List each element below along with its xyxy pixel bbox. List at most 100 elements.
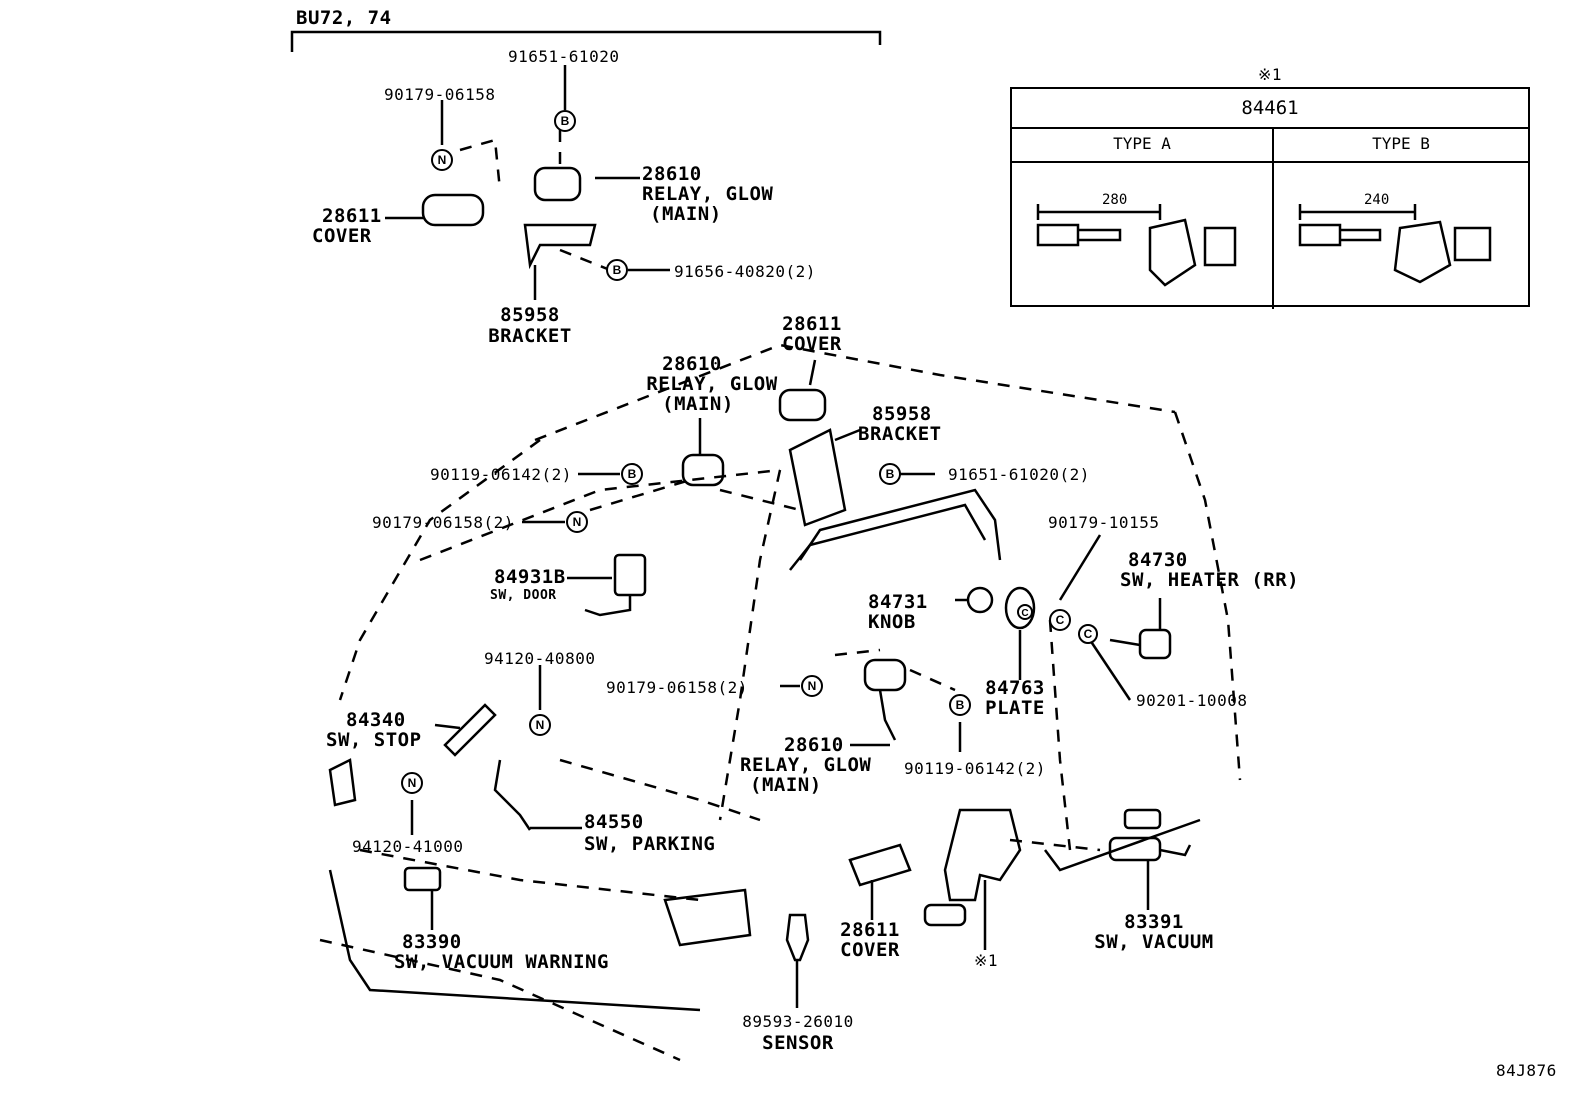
inset-divider [1272, 127, 1274, 309]
rear-right [1048, 619, 1072, 851]
windshield-frame [419, 468, 781, 562]
callout-28610-sub: (MAIN) [650, 203, 722, 225]
leader-7 [808, 359, 817, 386]
callout-28611-mid-name: COVER [782, 333, 842, 355]
cover-top [421, 193, 485, 227]
sensor [785, 913, 810, 962]
clip-mark-label: C [1084, 627, 1093, 641]
inset-b-dimline [1298, 204, 1417, 220]
callout-28610-low-no: 28610 [784, 734, 844, 756]
bracket-mid [788, 428, 847, 527]
nut-mark-3: N [801, 675, 823, 697]
callout-28611-name: COVER [312, 225, 372, 247]
callout-28611-low-name: COVER [840, 939, 900, 961]
floor-panel [1044, 818, 1201, 872]
relay-lead-7 [909, 668, 956, 692]
callout-84731-no: 84731 [868, 591, 928, 613]
callout-90179-10155: 90179-10155 [1048, 513, 1160, 532]
a-pillar [798, 488, 1002, 561]
callout-84730-no: 84730 [1128, 549, 1188, 571]
clip-mark-1: C [1049, 609, 1071, 631]
relay-lead-5 [719, 488, 801, 512]
dash-line [559, 758, 761, 822]
callout-85958-mid-name: BRACKET [858, 423, 942, 445]
plate [1004, 586, 1036, 630]
front-lower [319, 938, 681, 1062]
callout-28610-low-sub: (MAIN) [750, 774, 822, 796]
side-panel [328, 758, 357, 807]
callout-89593-26010-name: SENSOR [762, 1032, 834, 1054]
callout-83391-name: SW, VACUUM [1094, 931, 1214, 953]
bolt-mark-label: B [956, 698, 965, 712]
relay-lead-8 [1009, 838, 1101, 852]
part-84461 [943, 808, 1022, 902]
callout-84550-no: 84550 [584, 811, 644, 833]
callout-84931b-no: 84931B [494, 566, 566, 588]
callout-90201-10008: 90201-10008 [1136, 691, 1248, 710]
cab-outline-top [534, 343, 1176, 442]
callout-89593-26010-no: 89593-26010 [742, 1012, 854, 1031]
callout-28610-mid-name: RELAY, GLOW [646, 373, 778, 395]
relay-glow-top [533, 166, 582, 202]
stop-switch [443, 703, 497, 757]
nut-mark-4: N [529, 714, 551, 736]
callout-28610-mid-no: 28610 [662, 353, 722, 375]
callout-91651-61020-mid: 91651-61020(2) [948, 465, 1090, 484]
nut-mark-label: N [408, 776, 417, 790]
relay-low-wire [878, 689, 897, 741]
vacuum-switch [1108, 836, 1162, 862]
bracket-top [523, 223, 597, 270]
inset-a-drawing [1036, 218, 1237, 287]
bolt-mark-5: B [949, 694, 971, 716]
leader-21 [434, 723, 461, 730]
part-84461-plug [923, 903, 967, 927]
knob [966, 586, 994, 614]
callout-28610-mid-sub: (MAIN) [662, 393, 734, 415]
callout-91656-40820: 91656-40820(2) [674, 262, 816, 281]
callout-84931b-name: SW, DOOR [490, 588, 557, 603]
callout-84340-name: SW, STOP [326, 729, 422, 751]
vacuum-warning-switch [403, 866, 442, 892]
inset-84461: 84461 TYPE A TYPE B 280 240 [1010, 87, 1530, 309]
inset-dimension-b: 240 [1364, 192, 1390, 208]
model-code: BU72, 74 [296, 7, 392, 29]
callout-28610-low-name: RELAY, GLOW [740, 754, 872, 776]
inset-part-number: 84461 [1012, 89, 1528, 129]
nut-mark-1: N [431, 149, 453, 171]
clip-mark-label: C [1021, 608, 1028, 619]
relay-lead-4 [589, 478, 691, 512]
cab-outline-right [1173, 411, 1242, 781]
nut-mark-label: N [536, 718, 545, 732]
bolt-mark-label: B [561, 114, 570, 128]
relay-glow-mid [681, 453, 725, 487]
relay-lead-6 [834, 648, 881, 657]
callout-90179-06158: 90179-06158 [384, 85, 496, 104]
callout-28611-mid-no: 28611 [782, 313, 842, 335]
callout-note-mark: ※1 [974, 951, 999, 970]
cover-low [848, 843, 912, 887]
bolt-mark-label: B [628, 467, 637, 481]
clip-mark-label: C [1056, 613, 1065, 627]
callout-85958-mid-no: 85958 [872, 403, 932, 425]
door-pillar [718, 469, 782, 821]
nut-mark-label: N [808, 679, 817, 693]
callout-84550-name: SW, PARKING [584, 833, 716, 855]
leader-13 [1058, 534, 1102, 601]
door-switch-wire [584, 595, 632, 617]
callout-28610-name: RELAY, GLOW [642, 183, 774, 205]
relay-lead-3 [559, 248, 611, 272]
bolt-mark-label: B [613, 263, 622, 277]
heater-screw [1109, 638, 1141, 647]
callout-83390-name: SW, VACUUM WARNING [394, 951, 609, 973]
cover-mid [778, 388, 827, 422]
vacuum-switch-connector [1123, 808, 1162, 830]
vacuum-switch-wire [1159, 844, 1192, 857]
callout-90179-06158-mid: 90179-06158(2) [372, 513, 514, 532]
nut-mark-label: N [438, 153, 447, 167]
floor-line [359, 848, 701, 902]
model-bracket [290, 30, 882, 52]
bolt-mark-2: B [606, 259, 628, 281]
relay-lead-1 [459, 138, 502, 191]
parking-switch-wire [493, 759, 532, 831]
